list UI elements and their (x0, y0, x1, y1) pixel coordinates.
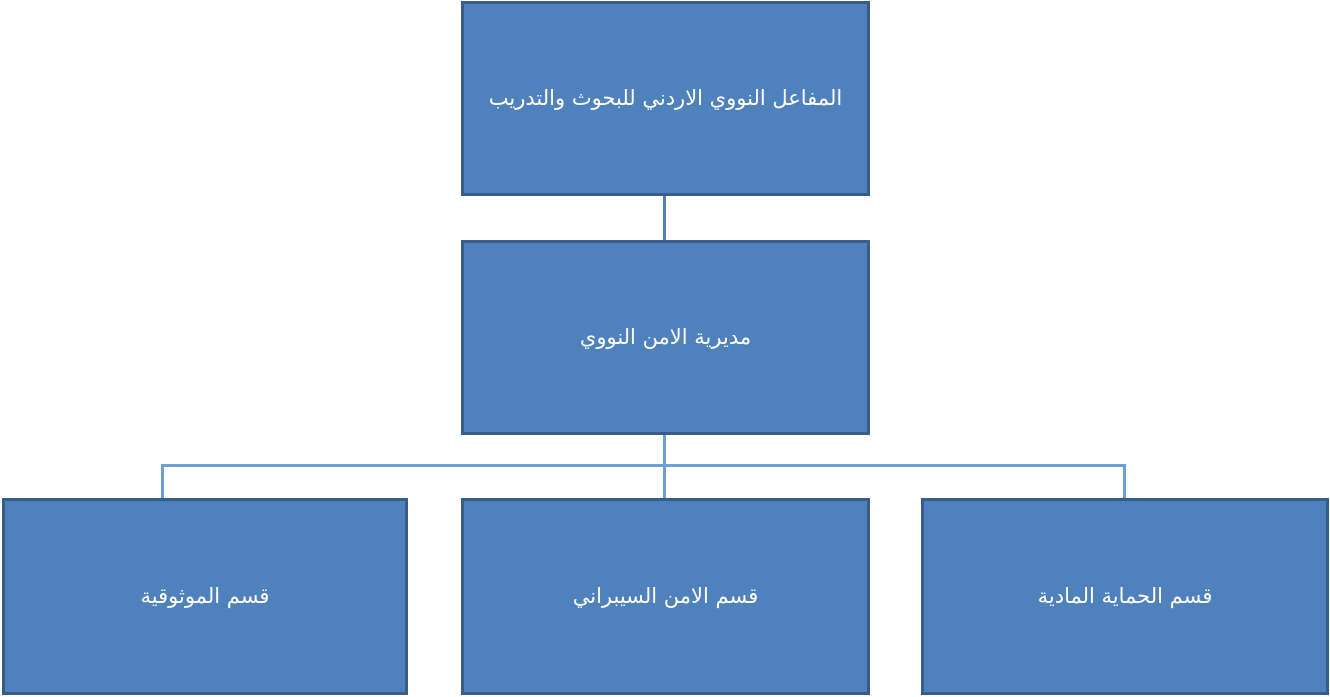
connector-drop-to-physical (1123, 464, 1126, 498)
connector-horizontal-rail (161, 464, 1126, 467)
org-node-directorate-label: مديرية الامن النووي (579, 324, 752, 349)
connector-drop-to-reliability (161, 464, 164, 498)
org-node-root[interactable]: المفاعل النووي الاردني للبحوث والتدريب (461, 1, 870, 196)
org-node-root-label: المفاعل النووي الاردني للبحوث والتدريب (488, 85, 843, 110)
org-node-directorate[interactable]: مديرية الامن النووي (461, 240, 870, 435)
connector-root-to-directorate (663, 196, 666, 240)
org-node-dept-physical-label: قسم الحماية المادية (1037, 583, 1213, 608)
org-node-dept-reliability[interactable]: قسم الموثوقية (2, 498, 408, 695)
org-node-dept-cyber-label: قسم الامن السيبراني (572, 583, 759, 608)
org-node-dept-reliability-label: قسم الموثوقية (140, 583, 270, 608)
org-node-dept-physical[interactable]: قسم الحماية المادية (921, 498, 1329, 695)
org-node-dept-cyber[interactable]: قسم الامن السيبراني (461, 498, 870, 695)
